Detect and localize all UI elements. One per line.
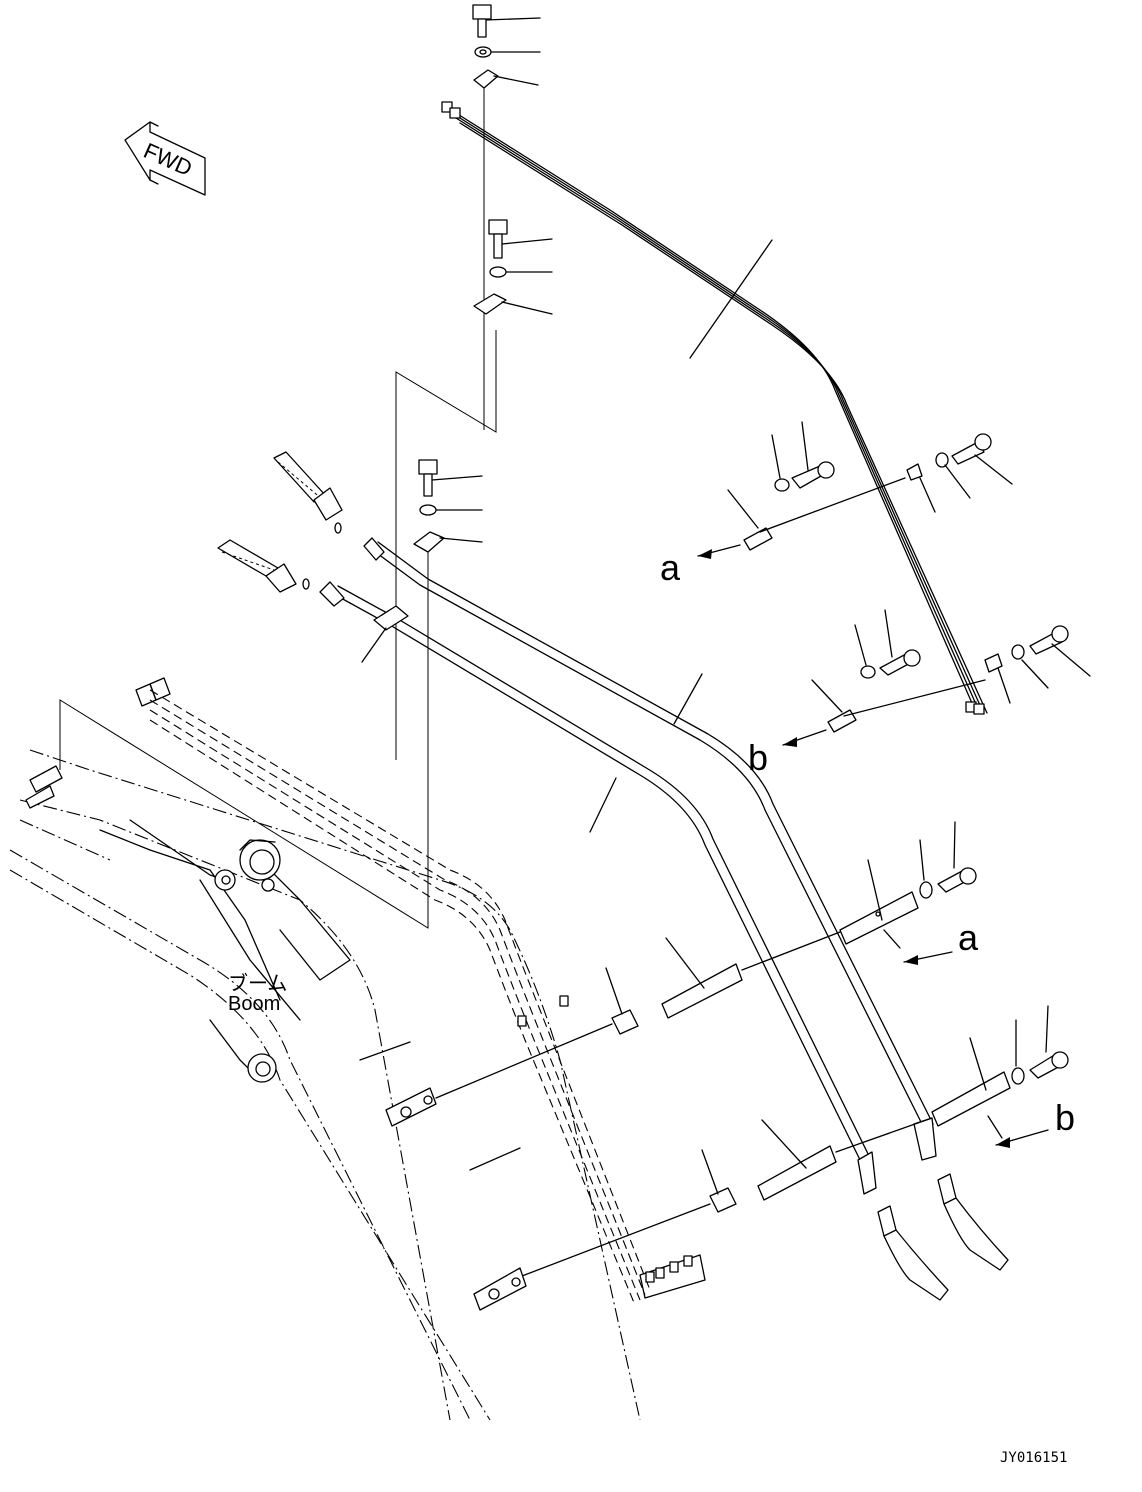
callout-a-upper: a [660,547,681,588]
main-hose-pair [302,522,937,1195]
fwd-label: FWD [140,138,196,181]
hose-ends-upper-left [217,451,343,593]
top-bolt-group [472,4,541,430]
clamp-group-b-upper: b [748,609,1091,778]
lower-tube-fittings [517,995,693,1283]
drawing-code: JY016151 [1000,1450,1067,1466]
callout-b-lower: b [1055,1097,1075,1138]
upper-tube-bundle [441,101,988,715]
clamp-group-b-lower: b [521,1005,1075,1277]
clamp-group-a-lower: a [435,821,979,1099]
boom-bracket [99,819,351,1083]
lower-bolt-group [59,459,483,929]
boom-outline [9,677,706,1421]
clamp-group-a-upper: a [660,421,1013,588]
fwd-arrow-icon: FWD [124,121,206,196]
callout-a-lower: a [958,917,979,958]
middle-bolt-group [473,219,553,315]
hose-ends-lower-right [877,1173,1009,1301]
callout-b-upper: b [748,737,768,778]
boom-label-jp: ブーム [228,971,287,995]
boom-label-en: Boom [228,993,280,1015]
